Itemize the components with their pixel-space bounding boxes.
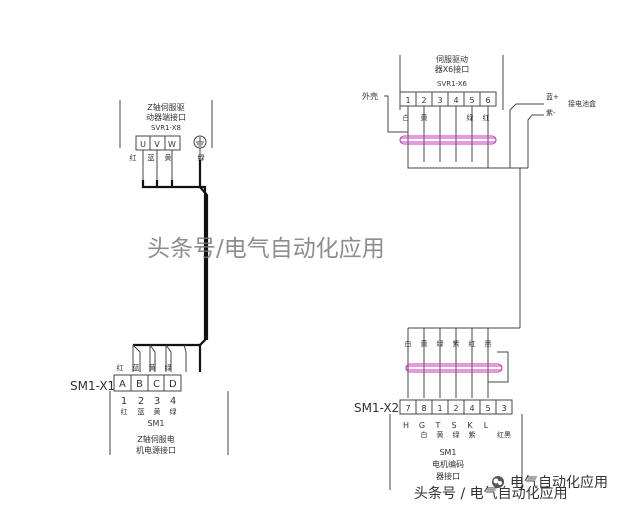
encoder-pin-color: 绿 [453, 430, 460, 439]
wire-color-label: 红 [130, 153, 137, 162]
pin-u-label: U [140, 140, 146, 149]
encoder-pin-letter: T [435, 421, 441, 430]
pin-w-label: W [168, 140, 176, 149]
left-drive-caption-1: Z轴伺服驱 [147, 102, 184, 112]
right-encoder-connector: SM1-X2 7 8 1 2 4 5 3 H G T S K L 白 黄 绿 紫… [354, 399, 523, 490]
encoder-wire-color: 红 [469, 339, 476, 348]
encoder-pin-letter: K [467, 421, 473, 430]
cable-shield-inner [399, 137, 497, 143]
drive-pin-number: 3 [437, 96, 442, 105]
motor-pin-color: 黄 [154, 407, 161, 416]
encoder-pin-number: 1 [437, 404, 442, 413]
encoder-pin-letter: S [451, 421, 456, 430]
motor-pin-letter: C [153, 379, 160, 390]
outer-shell-label: 外壳 [362, 91, 378, 101]
account-badge: 电气自动化应用 [492, 474, 608, 491]
motor-pin-number: 1 [121, 396, 127, 407]
drive-pin-number: 5 [469, 96, 474, 105]
encoder-pin-color: 红黑 [497, 430, 511, 439]
right-drive-caption-2: 器X6接口 [435, 64, 470, 74]
wire-color-label: 绿 [165, 363, 172, 372]
motor-id: SM1 [147, 419, 164, 428]
encoder-wire-color: 紫 [453, 340, 460, 348]
motor-pin-number: 2 [138, 396, 144, 407]
account-name: 电气自动化应用 [510, 474, 608, 491]
watermark-text: 头条号/电气自动化应用 [147, 236, 385, 262]
encoder-pin-color: 紫 [469, 431, 476, 439]
motor-pin-number: 3 [154, 396, 160, 407]
motor-connector-label: SM1-X1 [70, 379, 115, 393]
encoder-pin-number: 8 [421, 404, 426, 413]
encoder-pin-letter: G [419, 421, 425, 430]
motor-pin-letter: B [136, 379, 143, 390]
drive-pin-number: 2 [421, 96, 426, 105]
drive-pin-number: 6 [485, 96, 490, 105]
encoder-wire-color: 黑 [485, 340, 492, 348]
left-motor-connector: SM1-X1 A B C D 1 2 3 4 红 蓝 黄 绿 SM1 Z轴伺服电… [70, 374, 229, 455]
encoder-wire-color: 绿 [437, 339, 444, 348]
drive-pin-number: 4 [453, 96, 458, 105]
encoder-pin-letter: L [484, 421, 489, 430]
drive-pin-number: 1 [405, 96, 410, 105]
encoder-wire-color: 黄 [421, 339, 428, 348]
motor-caption-2: 机电源接口 [136, 445, 176, 455]
left-top-wire-colors: 红 蓝 黄 绿 [130, 153, 205, 162]
footer-watermark: 头条号 / 电气自动化应用 [414, 485, 568, 502]
motor-pin-number: 4 [170, 396, 176, 407]
battery-plus-label: 蓝+ [546, 92, 559, 101]
drive-wire-color: 白 [403, 113, 410, 122]
motor-pin-color: 红 [121, 407, 128, 416]
wire-color-label: 绿 [198, 153, 205, 162]
right-drive-connector-label: SVR1-X6 [437, 80, 468, 88]
left-drive-connector-label: SVR1-X8 [151, 124, 181, 132]
right-drive-caption-1: 伺服驱动 [436, 54, 468, 64]
wire-color-label: 黄 [149, 363, 156, 372]
pin-v-label: V [154, 140, 160, 149]
cable-shield-inner [405, 365, 503, 371]
encoder-id: SM1 [439, 448, 456, 457]
left-drive-caption-2: 动器端接口 [146, 112, 186, 122]
encoder-caption-2: 器接口 [436, 471, 460, 481]
motor-caption-1: Z轴伺服电 [137, 434, 174, 444]
motor-pin-color: 绿 [170, 407, 177, 416]
wire-color-label: 蓝 [148, 153, 155, 162]
drive-wire-color: 红 [483, 113, 490, 122]
left-power-cable [132, 150, 209, 372]
wire-color-label: 蓝 [133, 363, 140, 372]
right-drive-encoder-connector: 伺服驱动 器X6接口 SVR1-X6 外壳 1 2 3 4 5 6 白 黄 绿 … [362, 54, 504, 122]
drive-wire-color: 绿 [467, 113, 474, 122]
right-drive-wiring: 蓝+ 紫- 接电池盒 [384, 92, 596, 169]
encoder-pin-color: 黄 [437, 430, 444, 439]
ground-icon [193, 135, 207, 149]
cable-shield [399, 135, 497, 145]
wire-color-label: 黄 [165, 153, 172, 162]
encoder-pin-letter: H [403, 421, 409, 430]
encoder-caption-1: 电机编码 [432, 459, 464, 469]
wire-color-label: 红 [117, 363, 124, 372]
left-bottom-wire-colors: 红 蓝 黄 绿 [117, 363, 172, 372]
right-encoder-cable: 白 黄 绿 紫 红 黑 [405, 168, 521, 398]
encoder-pin-number: 2 [453, 404, 458, 413]
encoder-connector-label: SM1-X2 [354, 401, 399, 415]
motor-pin-color: 蓝 [138, 407, 145, 416]
encoder-pin-number: 4 [469, 404, 474, 413]
left-drive-power-connector: Z轴伺服驱 动器端接口 SVR1-X8 U V W [119, 100, 213, 160]
encoder-pin-number: 3 [501, 404, 506, 413]
battery-box-label: 接电池盒 [568, 99, 596, 108]
encoder-pin-number: 7 [405, 404, 410, 413]
battery-minus-label: 紫- [546, 109, 556, 117]
motor-pin-letter: D [169, 379, 177, 390]
encoder-pin-color: 白 [421, 430, 428, 439]
motor-pin-letter: A [119, 379, 126, 390]
encoder-pin-number: 5 [485, 404, 490, 413]
encoder-wire-color: 白 [405, 339, 412, 348]
